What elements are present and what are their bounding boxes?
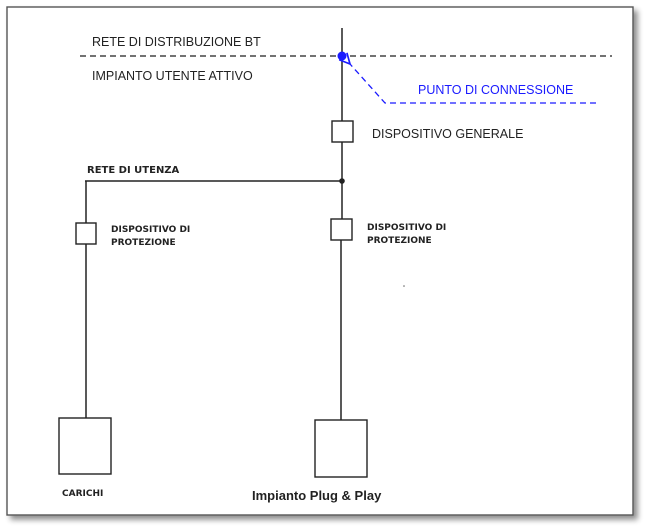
- left-protection-label-line2: PROTEZIONE: [111, 238, 176, 248]
- left-protection-device-box: [75, 222, 97, 245]
- connection-point-dot: [337, 51, 347, 61]
- user-network-label: RETE DI UTENZA: [87, 165, 180, 176]
- connection-point-label: PUNTO DI CONNESSIONE: [418, 83, 573, 97]
- user-plant-label: IMPIANTO UTENTE ATTIVO: [92, 69, 253, 83]
- loads-box: [58, 417, 112, 475]
- right-protection-device-box: [330, 218, 353, 241]
- loads-label: CARICHI: [62, 489, 103, 499]
- connection-point-arrow: [350, 64, 596, 104]
- junction-dot: [339, 178, 345, 184]
- left-protection-label-line1: DISPOSITIVO DI: [111, 225, 190, 235]
- right-protection-label-line1: DISPOSITIVO DI: [367, 223, 446, 233]
- stray-mark: [403, 285, 405, 287]
- right-protection-label-line2: PROTEZIONE: [367, 236, 432, 246]
- general-device-label: DISPOSITIVO GENERALE: [372, 127, 523, 141]
- general-device-box: [331, 120, 354, 143]
- plug-play-label: Impianto Plug & Play: [252, 488, 382, 503]
- network-label: RETE DI DISTRIBUZIONE BT: [92, 35, 261, 49]
- plug-play-box: [314, 419, 368, 478]
